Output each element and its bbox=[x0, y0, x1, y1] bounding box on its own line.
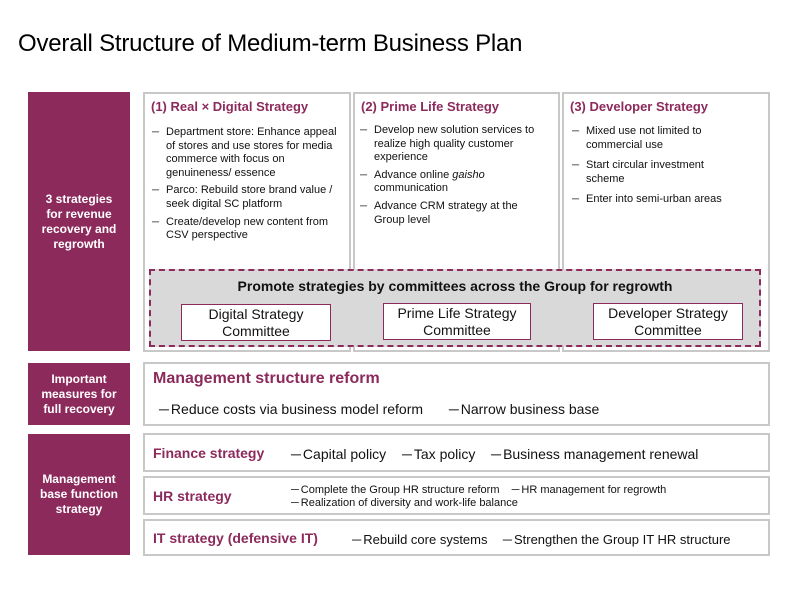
strategies-section-label: 3 strategies for revenue recovery and re… bbox=[28, 92, 130, 351]
reform-item: Reduce costs via business model reform bbox=[159, 401, 423, 417]
bullet-item: Start circular investment scheme bbox=[572, 159, 732, 186]
hr-item: Realization of diversity and work-life b… bbox=[291, 497, 518, 509]
bullet-text-part: Advance online bbox=[374, 168, 453, 181]
committee-prime-life-strategy: Prime Life Strategy Committee bbox=[383, 303, 531, 340]
strategy-bullets: Department store: Enhance appeal of stor… bbox=[152, 126, 340, 247]
bullet-item: Enter into semi-urban areas bbox=[572, 193, 732, 207]
it-strategy-heading: IT strategy (defensive IT) bbox=[153, 530, 318, 546]
management-reform-box: Management structure reform Reduce costs… bbox=[143, 362, 770, 426]
bullet-item: Advance CRM strategy at the Group level bbox=[360, 200, 546, 227]
strategy-heading: (1) Real × Digital Strategy bbox=[151, 99, 309, 114]
bullet-item: Parco: Rebuild store brand value / seek … bbox=[152, 184, 340, 211]
hr-items-line: Complete the Group HR structure reform H… bbox=[291, 484, 666, 497]
it-item: Rebuild core systems bbox=[352, 532, 488, 547]
committee-promotion-box: Promote strategies by committees across … bbox=[149, 269, 761, 347]
bullet-item: Create/develop new content from CSV pers… bbox=[152, 216, 340, 243]
hr-strategy-items: Complete the Group HR structure reform H… bbox=[291, 484, 666, 510]
strategy-bullets: Mixed use not limited to commercial use … bbox=[572, 125, 732, 211]
strategy-heading: (2) Prime Life Strategy bbox=[361, 99, 499, 114]
reform-item: Narrow business base bbox=[449, 401, 599, 417]
bullet-item: Department store: Enhance appeal of stor… bbox=[152, 126, 340, 180]
it-strategy-items: Rebuild core systems Strengthen the Grou… bbox=[352, 532, 731, 547]
bullet-item: Develop new solution services to realize… bbox=[360, 124, 546, 165]
bullet-text-part: communication bbox=[374, 182, 448, 195]
hr-item: HR management for regrowth bbox=[512, 484, 667, 496]
finance-strategy-heading: Finance strategy bbox=[153, 445, 265, 461]
bullet-item: Mixed use not limited to commercial use bbox=[572, 125, 732, 152]
bullet-item: Advance online gaisho communication bbox=[360, 169, 546, 196]
finance-strategy-items: Capital policy Tax policy Business manag… bbox=[291, 446, 698, 462]
important-measures-label: Important measures for full recovery bbox=[28, 363, 130, 425]
promotion-title: Promote strategies by committees across … bbox=[237, 278, 673, 294]
it-strategy-box: IT strategy (defensive IT) Rebuild core … bbox=[143, 519, 770, 556]
hr-strategy-heading: HR strategy bbox=[153, 488, 232, 504]
hr-item: Complete the Group HR structure reform bbox=[291, 484, 499, 496]
bullet-text-italic: gaisho bbox=[452, 168, 485, 181]
hr-items-line: Realization of diversity and work-life b… bbox=[291, 497, 666, 510]
committee-digital-strategy: Digital Strategy Committee bbox=[181, 304, 331, 341]
it-item: Strengthen the Group IT HR structure bbox=[503, 532, 731, 547]
committee-developer-strategy: Developer Strategy Committee bbox=[593, 303, 743, 340]
strategy-bullets: Develop new solution services to realize… bbox=[360, 124, 546, 231]
finance-item: Business management renewal bbox=[491, 446, 698, 462]
hr-strategy-box: HR strategy Complete the Group HR struct… bbox=[143, 476, 770, 515]
finance-item: Capital policy bbox=[291, 446, 386, 462]
finance-item: Tax policy bbox=[402, 446, 475, 462]
finance-strategy-box: Finance strategy Capital policy Tax poli… bbox=[143, 433, 770, 472]
management-reform-items: Reduce costs via business model reform N… bbox=[159, 401, 599, 417]
management-base-label: Management base function strategy bbox=[28, 434, 130, 555]
page-title: Overall Structure of Medium-term Busines… bbox=[18, 30, 523, 57]
strategy-heading: (3) Developer Strategy bbox=[570, 99, 708, 114]
management-reform-heading: Management structure reform bbox=[153, 370, 380, 387]
